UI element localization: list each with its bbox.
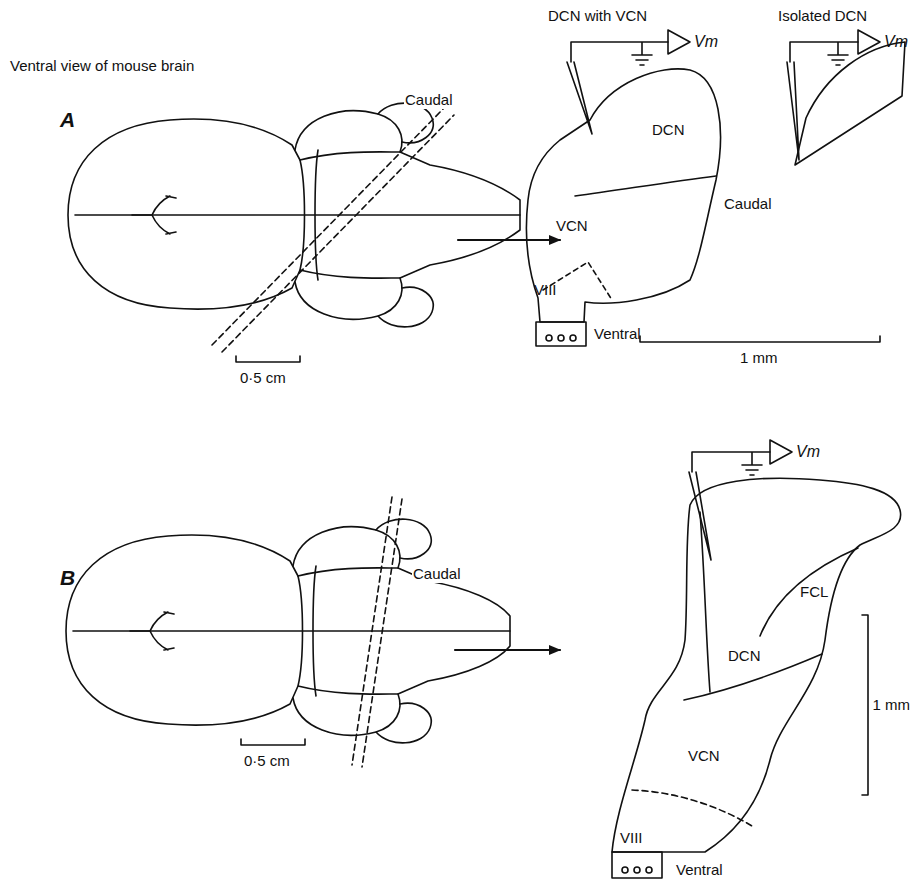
brain-outline-b [376,703,431,743]
brain-outline-a [295,111,402,152]
electrode-a [567,62,592,134]
slice-outline-b [622,867,628,873]
electrode-b [689,472,711,560]
brain-outline-a [132,196,176,234]
region-label: DCN [652,122,685,139]
cut-lines-a [212,108,444,345]
slice-outline-b [612,478,901,852]
scale-bar-a [236,356,300,362]
panel-letter: A [60,108,75,131]
brain-outline-a [378,103,433,143]
brain-outline-a [378,287,433,327]
electrode-b [692,452,770,475]
scale-bar-b [241,739,305,745]
slice-outline-a [575,176,716,196]
isolated-dcn [858,30,880,54]
scale-label: 0·5 cm [240,370,286,387]
direction-label: Ventral [676,862,723,879]
cut-lines-a [212,108,454,352]
brain-outline-b [130,612,174,650]
slice-outline-b [646,867,652,873]
slice-outline-a [526,69,720,346]
nerve-label: VIII [620,830,643,847]
electrode-a [668,30,690,54]
region-label: DCN [728,648,761,665]
direction-label: Ventral [594,326,641,343]
brain-outline-a [295,278,402,319]
direction-label: Caudal [724,196,772,213]
slice-outline-b [612,478,901,878]
isolated-dcn [787,62,799,160]
slice-outline-b [634,867,640,873]
scale-bar-1mm-a [640,336,880,342]
scale-bar-a [236,356,300,362]
isolated-dcn [790,42,858,65]
cut-lines-b [352,497,392,765]
scale-label: 1 mm [873,697,911,714]
brain-outline-a [68,103,520,327]
brain-outline-a [68,119,305,309]
arrow-b [455,649,560,651]
slice-outline-b [760,548,858,636]
brain-outline-b [66,535,303,725]
slice-outline-b [612,852,662,878]
brain-outline-a [315,150,318,280]
arrow-a [458,239,560,241]
region-label: FCL [800,584,828,601]
region-label: VCN [556,218,588,235]
scale-bar-1mm-b [862,615,868,795]
brain-outline-b [313,566,316,696]
preparation-title: DCN with VCN [548,8,647,25]
electrode-b [689,440,792,560]
arrow-b [455,649,560,651]
slice-outline-a [558,335,564,341]
signal-name: Vm [884,33,908,51]
cut-lines-a [222,115,454,352]
cut-lines-b [352,497,402,767]
arrow-a [458,239,560,241]
scale-label: 0·5 cm [244,753,290,770]
scale-bar-1mm-a [640,336,880,342]
signal-name: Vm [796,443,820,461]
electrode-a [571,42,668,65]
nerve-label: VIII [534,282,557,299]
region-label: VCN [688,748,720,765]
scale-label: 1 mm [740,350,778,367]
panel-letter: B [60,566,75,589]
isolated-dcn [795,42,905,165]
slice-outline-a [536,322,586,346]
electrode-b [770,440,792,464]
slice-outline-a [570,335,576,341]
slice-outline-b [632,790,752,826]
slice-outline-a [526,69,720,322]
brain-outline-b [66,519,510,743]
scale-bar-1mm-b [862,615,868,795]
electrode-a [567,30,690,134]
scale-bar-b [241,739,305,745]
direction-label: Caudal [404,92,454,109]
brain-outline-b [293,694,400,735]
cut-lines-b [362,499,402,767]
direction-label: Caudal [412,566,462,583]
figure-heading: Ventral view of mouse brain [10,58,194,75]
slice-outline-a [546,335,552,341]
signal-name: Vm [694,33,718,51]
isolated-dcn [787,30,905,165]
preparation-title: Isolated DCN [778,8,867,25]
